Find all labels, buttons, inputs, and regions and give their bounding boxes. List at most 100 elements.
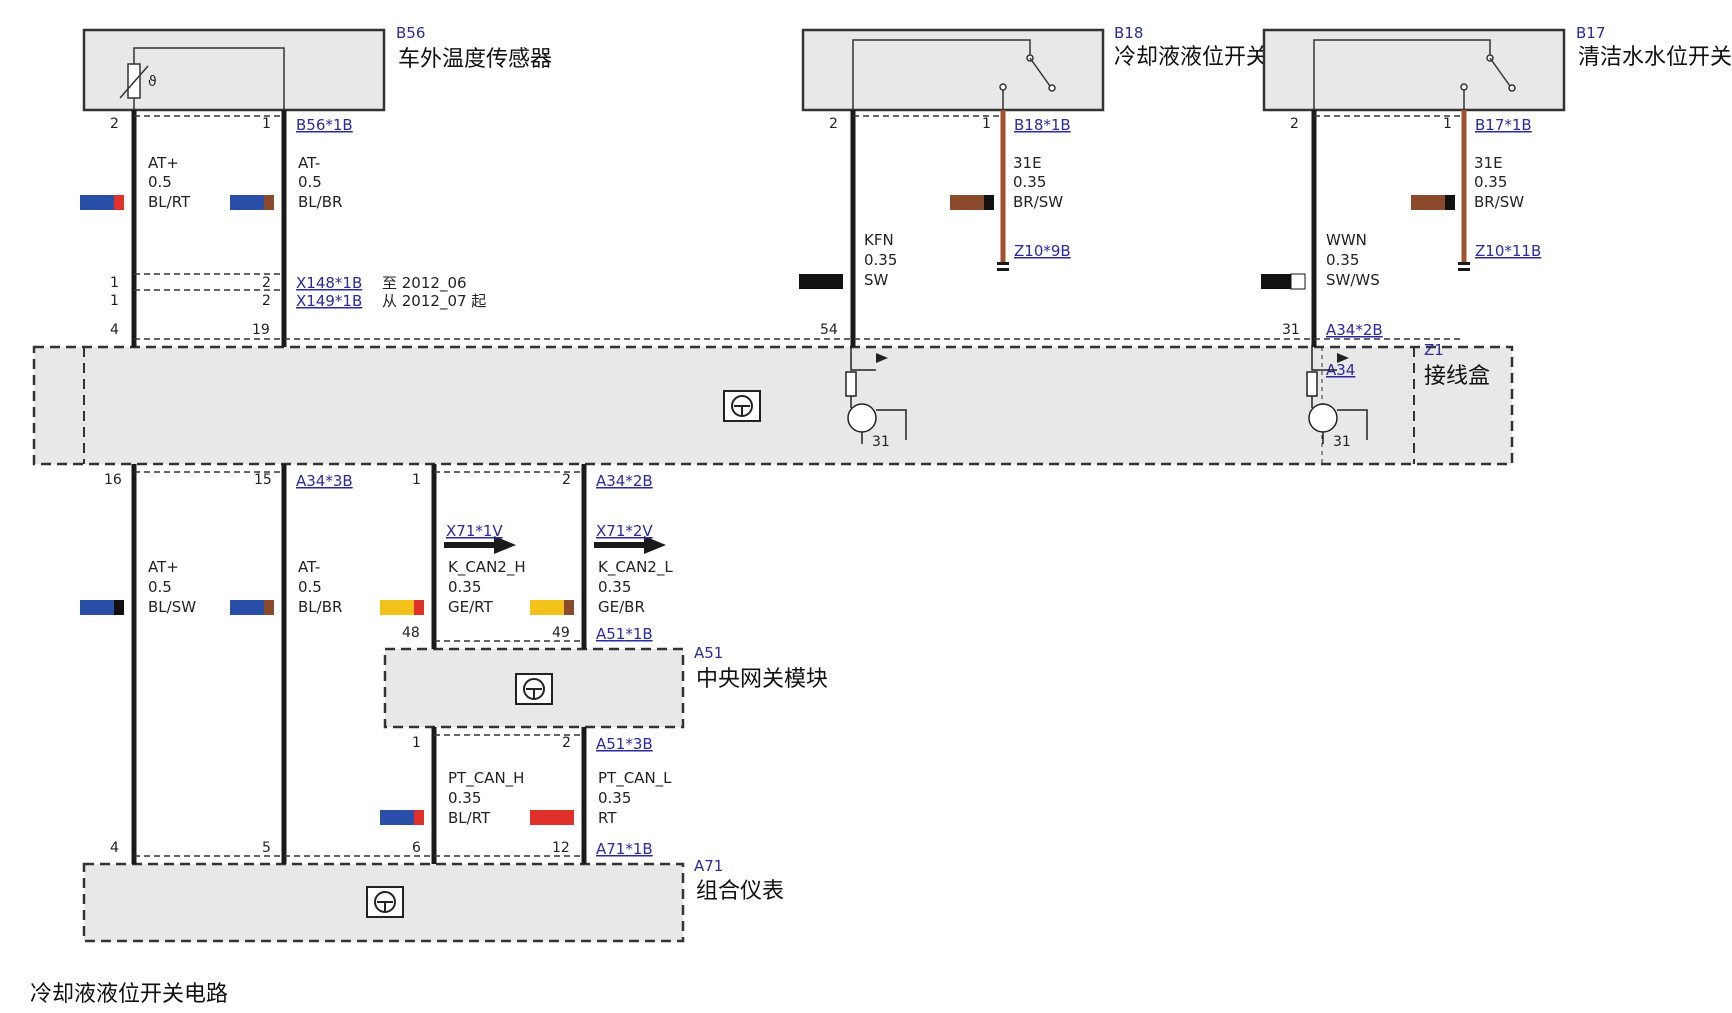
connector-a71-1b: A71*1B bbox=[596, 840, 653, 858]
connector-a51-1b: A51*1B bbox=[596, 625, 653, 643]
wire-color-swatches bbox=[80, 195, 1455, 825]
ground-31-label: 31 bbox=[872, 434, 890, 450]
pin-label: 2 bbox=[562, 735, 571, 751]
pin-label: 19 bbox=[252, 322, 270, 338]
pin-label: 1 bbox=[110, 293, 119, 309]
b56-name: 车外温度传感器 bbox=[398, 47, 552, 72]
pin-label: 48 bbox=[402, 625, 420, 641]
connector-separators bbox=[134, 115, 1464, 857]
wire-label: 0.35 bbox=[864, 251, 897, 269]
figure-caption: 冷却液液位开关电路 bbox=[30, 982, 229, 1007]
pin-label: 49 bbox=[552, 625, 570, 641]
transistor-icon: 31 bbox=[845, 345, 907, 450]
pin-label: 2 bbox=[562, 472, 571, 488]
connector-x149: X149*1B bbox=[296, 292, 362, 310]
pin-label: 15 bbox=[254, 472, 272, 488]
pin-label: 2 bbox=[262, 293, 271, 309]
wire-label: GE/RT bbox=[448, 598, 493, 616]
a34-label: A34 bbox=[1326, 361, 1355, 379]
connector-b56: B56*1B bbox=[296, 116, 353, 134]
wire-label: 31E bbox=[1013, 154, 1042, 172]
connector-x148-note: 至 2012_06 bbox=[382, 274, 467, 293]
switch-contact-icon bbox=[999, 83, 1007, 91]
b56-sensor: ϑ B56 车外温度传感器 bbox=[82, 24, 552, 112]
pin-label: 4 bbox=[110, 322, 119, 338]
wire-label: AT- bbox=[298, 558, 320, 576]
arrow-right-icon bbox=[644, 536, 666, 554]
pin-label: 5 bbox=[262, 840, 271, 856]
wire-labels: AT+ 0.5 BL/RT AT- 0.5 BL/BR 31E 0.35 BR/… bbox=[148, 154, 1524, 827]
terminal-z10-11b: Z10*11B bbox=[1475, 242, 1541, 260]
a71-name: 组合仪表 bbox=[696, 879, 784, 904]
wire-label: AT+ bbox=[148, 154, 179, 172]
b56-code: B56 bbox=[396, 24, 425, 42]
terminal-z10-9b: Z10*9B bbox=[1014, 242, 1071, 260]
wire-label: SW/WS bbox=[1326, 271, 1380, 289]
wire-label: 0.5 bbox=[148, 578, 172, 596]
wire-label: SW bbox=[864, 271, 889, 289]
connector-x71-1v: X71*1V bbox=[446, 522, 503, 540]
steering-wheel-icon bbox=[366, 886, 404, 918]
wire-label: 0.35 bbox=[1326, 251, 1359, 269]
x71-arrows bbox=[444, 536, 666, 554]
pin-label: 2 bbox=[262, 275, 271, 291]
wire-label: 0.5 bbox=[298, 578, 322, 596]
arrow-right-icon bbox=[494, 536, 516, 554]
connector-b17: B17*1B bbox=[1475, 116, 1532, 134]
pin-label: 54 bbox=[820, 322, 838, 338]
pin-label: 1 bbox=[412, 735, 421, 751]
wire-label: WWN bbox=[1326, 231, 1367, 249]
pin-label: 4 bbox=[110, 840, 119, 856]
wire-label: 0.5 bbox=[148, 173, 172, 191]
wire-label: GE/BR bbox=[598, 598, 645, 616]
wire-label: 0.35 bbox=[1013, 173, 1046, 191]
z1-junction-box: Z1 接线盒 A34 31 31 bbox=[32, 341, 1514, 466]
connector-x71-2v: X71*2V bbox=[596, 522, 653, 540]
pin-label: 2 bbox=[110, 116, 119, 132]
connector-a51-3b: A51*3B bbox=[596, 735, 653, 753]
wire-label: AT- bbox=[298, 154, 320, 172]
wire-label: BL/RT bbox=[448, 809, 491, 827]
a51-code: A51 bbox=[694, 644, 723, 662]
wires bbox=[131, 110, 1317, 864]
wire-label: 0.35 bbox=[1474, 173, 1507, 191]
pin-label: 1 bbox=[982, 116, 991, 132]
svg-text:ϑ: ϑ bbox=[148, 74, 157, 90]
b17-switch: B17 清洁水水位开关 bbox=[1262, 24, 1732, 112]
wire-label: PT_CAN_L bbox=[598, 769, 672, 788]
wire-label: KFN bbox=[864, 231, 894, 249]
pin-numbers: 2 1 2 1 2 1 1 2 1 2 4 19 54 31 16 15 1 2… bbox=[104, 116, 1452, 856]
wire-label: 0.35 bbox=[448, 789, 481, 807]
b18-switch: B18 冷却液液位开关 bbox=[801, 24, 1268, 112]
pin-label: 1 bbox=[262, 116, 271, 132]
connector-a34-3b: A34*3B bbox=[296, 472, 353, 490]
ground-31-label: 31 bbox=[1333, 434, 1351, 450]
pin-label: 2 bbox=[829, 116, 838, 132]
pin-label: 12 bbox=[552, 840, 570, 856]
ground-wires bbox=[1000, 110, 1467, 262]
z1-code: Z1 bbox=[1424, 341, 1444, 359]
wire-label: PT_CAN_H bbox=[448, 769, 524, 788]
ground-terminals bbox=[997, 262, 1470, 271]
wire-label: K_CAN2_L bbox=[598, 558, 673, 577]
wire-label: AT+ bbox=[148, 558, 179, 576]
wire-label: BL/RT bbox=[148, 193, 191, 211]
steering-wheel-icon bbox=[515, 673, 553, 705]
switch-contact-icon bbox=[1460, 83, 1468, 91]
pin-label: 1 bbox=[1443, 116, 1452, 132]
wire-label: 0.35 bbox=[598, 789, 631, 807]
b18-name: 冷却液液位开关 bbox=[1114, 45, 1268, 70]
b17-code: B17 bbox=[1576, 24, 1605, 42]
connector-a34-2b-top: A34*2B bbox=[1326, 321, 1383, 339]
pin-label: 6 bbox=[412, 840, 421, 856]
connector-refs: B56*1B B18*1B B17*1B X148*1B 至 2012_06 X… bbox=[296, 116, 1541, 858]
steering-wheel-icon bbox=[723, 390, 761, 422]
z1-name: 接线盒 bbox=[1424, 364, 1490, 389]
connector-x148: X148*1B bbox=[296, 274, 362, 292]
pin-label: 2 bbox=[1290, 116, 1299, 132]
connector-a34-2b-bottom: A34*2B bbox=[596, 472, 653, 490]
pin-label: 16 bbox=[104, 472, 122, 488]
a51-name: 中央网关模块 bbox=[696, 667, 828, 692]
wire-label: BL/BR bbox=[298, 598, 342, 616]
